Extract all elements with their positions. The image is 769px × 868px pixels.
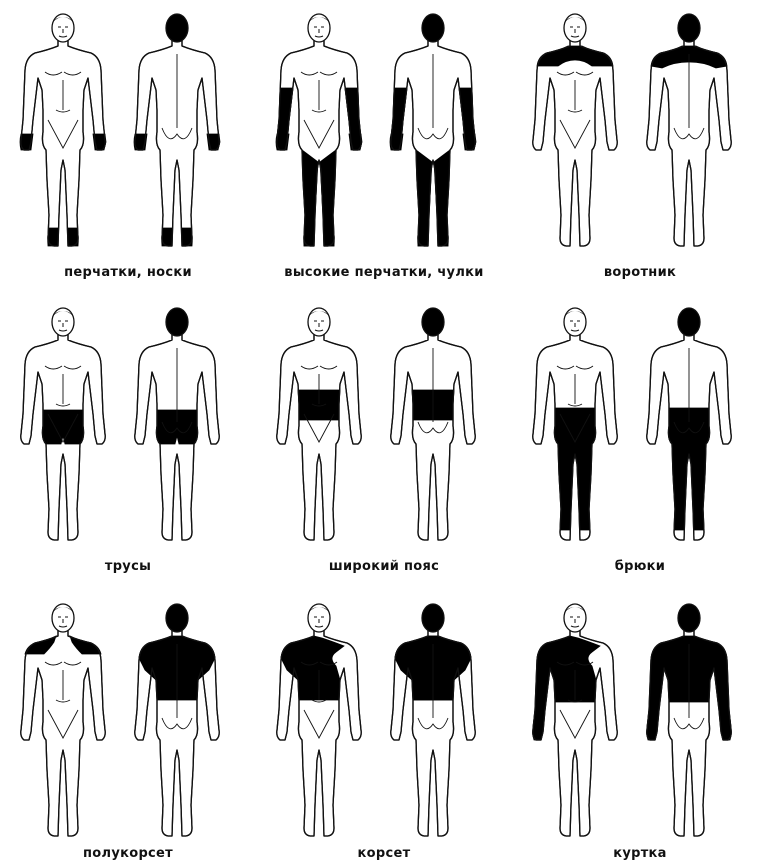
panel-label: трусы bbox=[0, 559, 256, 574]
front-figure bbox=[533, 14, 617, 246]
back-figure bbox=[647, 604, 732, 836]
figure-pair bbox=[512, 294, 768, 554]
head bbox=[678, 14, 700, 42]
covered-zone bbox=[48, 228, 79, 246]
panel-corset: корсет bbox=[256, 588, 512, 868]
head bbox=[52, 14, 74, 42]
panel-label: полукорсет bbox=[0, 846, 256, 861]
head bbox=[166, 308, 188, 336]
head bbox=[564, 604, 586, 632]
back-figure bbox=[390, 14, 476, 246]
head bbox=[52, 604, 74, 632]
panel-trousers: брюки bbox=[512, 294, 768, 583]
panel-label: корсет bbox=[256, 846, 512, 861]
figure-pair bbox=[512, 588, 768, 846]
head bbox=[308, 308, 330, 336]
figure-pair bbox=[0, 0, 256, 260]
body-outline bbox=[533, 40, 617, 246]
back-figure bbox=[391, 308, 475, 540]
front-figure bbox=[533, 604, 618, 836]
back-figure bbox=[391, 604, 475, 836]
panel-label: широкий пояс bbox=[256, 559, 512, 574]
head bbox=[422, 14, 444, 42]
front-figure bbox=[21, 604, 105, 836]
panel-label: высокие перчатки, чулки bbox=[256, 265, 512, 280]
panel-jacket: куртка bbox=[512, 588, 768, 868]
front-figure bbox=[533, 308, 617, 540]
panel-long-gloves-stockings: высокие перчатки, чулки bbox=[256, 0, 512, 289]
figure-pair bbox=[512, 0, 768, 260]
back-figure bbox=[135, 308, 219, 540]
head bbox=[678, 604, 700, 632]
panel-shorts: трусы bbox=[0, 294, 256, 583]
head bbox=[166, 604, 188, 632]
body-outline bbox=[277, 334, 361, 540]
panel-label: куртка bbox=[512, 846, 768, 861]
front-figure bbox=[21, 308, 105, 540]
front-figure bbox=[277, 308, 361, 540]
covered-zone bbox=[418, 228, 449, 246]
head bbox=[678, 308, 700, 336]
covered-zone bbox=[304, 228, 335, 246]
head bbox=[52, 308, 74, 336]
covered-zone bbox=[162, 228, 193, 246]
back-figure bbox=[134, 14, 220, 246]
figure-pair bbox=[256, 294, 512, 554]
back-figure bbox=[135, 604, 219, 836]
panel-label: перчатки, носки bbox=[0, 265, 256, 280]
back-figure bbox=[647, 308, 731, 540]
figure-pair bbox=[256, 0, 512, 260]
head bbox=[308, 14, 330, 42]
head bbox=[564, 308, 586, 336]
figure-pair bbox=[256, 588, 512, 846]
front-figure bbox=[20, 14, 106, 246]
figure-pair bbox=[0, 588, 256, 846]
panel-gloves-socks: перчатки, носки bbox=[0, 0, 256, 289]
head bbox=[422, 604, 444, 632]
head bbox=[166, 14, 188, 42]
head bbox=[308, 604, 330, 632]
panel-half-corset: полукорсет bbox=[0, 588, 256, 868]
panel-collar: воротник bbox=[512, 0, 768, 289]
figure-pair bbox=[0, 294, 256, 554]
body-outline bbox=[21, 40, 105, 246]
panel-label: воротник bbox=[512, 265, 768, 280]
head bbox=[422, 308, 444, 336]
body-outline bbox=[21, 630, 105, 836]
front-figure bbox=[276, 14, 362, 246]
back-figure bbox=[647, 14, 731, 246]
panel-wide-belt: широкий пояс bbox=[256, 294, 512, 583]
front-figure bbox=[277, 604, 361, 836]
body-outline bbox=[277, 40, 361, 246]
panel-label: брюки bbox=[512, 559, 768, 574]
head bbox=[564, 14, 586, 42]
